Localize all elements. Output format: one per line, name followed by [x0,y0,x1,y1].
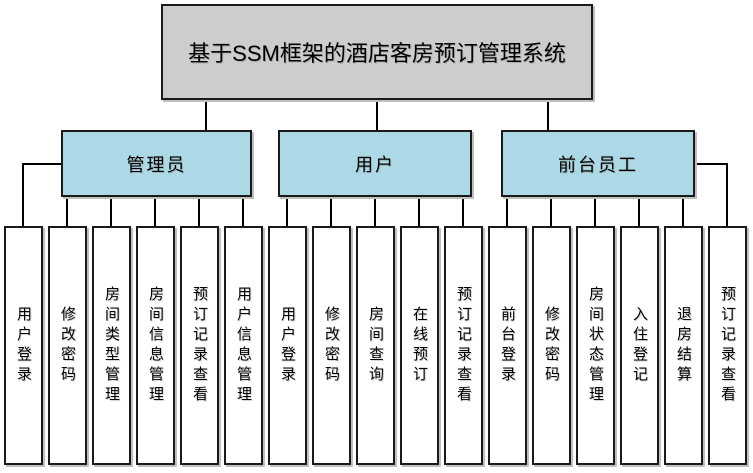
connector-user-child-2 [330,197,332,226]
connector-admin-child-5 [198,197,200,226]
connector-admin-elbow-v [22,163,24,226]
node-admin-room-info-management: 房间信息管理 [136,226,175,465]
node-user-online-booking: 在线预订 [400,226,439,465]
node-staff-check-in-registration: 入住登记 [620,226,659,465]
connector-user-child-3 [374,197,376,226]
node-label: 预订记录查看 [191,285,208,406]
node-admin-room-type-management: 房间类型管理 [92,226,131,465]
node-admin-user-login: 用户登录 [4,226,43,465]
connector-user-child-5 [462,197,464,226]
node-label: 前台登录 [499,305,516,386]
connector-admin-child-4 [154,197,156,226]
node-user-user-login: 用户登录 [268,226,307,465]
node-user-room-query: 房间查询 [356,226,395,465]
connector-staff-elbow-v [726,163,728,226]
node-user-booking-record-view: 预订记录查看 [444,226,483,465]
node-label: 在线预订 [411,305,428,386]
node-branch-admin: 管理员 [61,130,252,197]
connector-admin-child-2 [66,197,68,226]
connector-staff-child-5 [682,197,684,226]
node-label: 预订记录查看 [455,285,472,406]
connector-staff-child-3 [594,197,596,226]
node-label: 用户登录 [279,305,296,386]
connector-staff-child-4 [638,197,640,226]
node-label: 入住登记 [631,305,648,386]
node-label: 房间信息管理 [147,285,164,406]
connector-admin-child-6 [242,197,244,226]
connector-root-admin [205,100,207,130]
node-staff-room-status-management: 房间状态管理 [576,226,615,465]
node-staff-booking-record-view: 预订记录查看 [708,226,747,465]
connector-root-staff [547,100,549,130]
branch-staff-label: 前台员工 [558,154,638,175]
node-label: 修改密码 [59,305,76,386]
node-staff-front-desk-login: 前台登录 [488,226,527,465]
node-label: 房间查询 [367,305,384,386]
node-label: 用户信息管理 [235,285,252,406]
node-label: 退房结算 [675,305,692,386]
node-label: 修改密码 [543,305,560,386]
node-label: 房间状态管理 [587,285,604,406]
connector-admin-elbow-h [23,163,62,165]
branch-admin-label: 管理员 [126,154,187,175]
connector-root-user [376,100,378,130]
node-staff-change-password: 修改密码 [532,226,571,465]
root-title-label: 基于SSM框架的酒店客房预订管理系统 [188,41,566,66]
node-label: 修改密码 [323,305,340,386]
branch-user-label: 用户 [355,154,395,175]
node-label: 房间类型管理 [103,285,120,406]
node-staff-check-out-settlement: 退房结算 [664,226,703,465]
node-admin-user-info-management: 用户信息管理 [224,226,263,465]
connector-user-child-1 [286,197,288,226]
node-admin-change-password: 修改密码 [48,226,87,465]
connector-staff-child-1 [506,197,508,226]
node-root-system-title: 基于SSM框架的酒店客房预订管理系统 [161,4,593,100]
connector-admin-child-3 [110,197,112,226]
node-branch-user: 用户 [278,130,472,197]
connector-staff-elbow-h [694,163,728,165]
connector-staff-child-2 [550,197,552,226]
node-user-change-password: 修改密码 [312,226,351,465]
connector-user-child-4 [418,197,420,226]
node-label: 预订记录查看 [719,285,736,406]
node-branch-staff: 前台员工 [501,130,695,197]
node-admin-booking-record-view: 预订记录查看 [180,226,219,465]
node-label: 用户登录 [15,305,32,386]
